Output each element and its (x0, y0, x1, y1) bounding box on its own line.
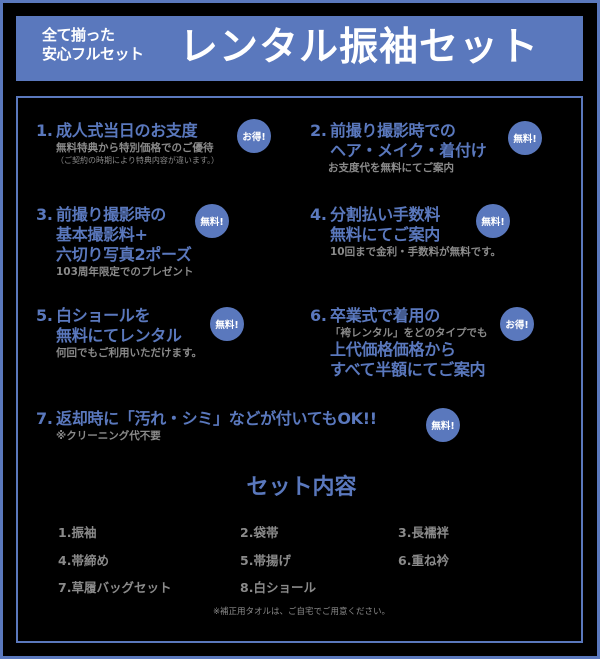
benefit-number: 1. (36, 121, 53, 140)
benefit-heading-line: 無料にてレンタル (56, 326, 182, 345)
benefit-number: 4. (310, 205, 327, 224)
benefit-heading-line: 上代価格価格から (330, 340, 456, 359)
badge-free: 無料! (426, 408, 460, 442)
badge-otoku: お得! (500, 307, 534, 341)
badge-otoku: お得! (237, 119, 271, 153)
benefit-heading-line: 白ショールを (56, 306, 151, 325)
title-banner: 全て揃った 安心フルセット レンタル振袖セット (16, 16, 583, 81)
benefit-heading-line: ヘア・メイク・着付け (330, 141, 487, 160)
set-item: 2.袋帯 (240, 525, 279, 540)
set-item: 8.白ショール (240, 580, 316, 595)
benefit-subtext: 無料特典から特別価格でのご優待 (56, 142, 214, 154)
set-item: 3.長襦袢 (398, 525, 449, 540)
benefit-subtext: 何回でもご利用いただけます。 (56, 347, 202, 359)
benefit-heading-line: 分割払い手数料 (330, 205, 440, 224)
set-item: 6.重ね衿 (398, 553, 449, 568)
benefit-heading: 3.前撮り撮影時の 基本撮影料+ 六切り写真2ポーズ (36, 205, 193, 265)
set-item: 1.振袖 (58, 525, 97, 540)
badge-free: 無料! (195, 204, 229, 238)
page-title: レンタル振袖セット (179, 25, 540, 70)
benefit-heading: 5.白ショールを 無料にてレンタル (36, 306, 202, 346)
benefit-heading-line: 基本撮影料+ (56, 225, 148, 244)
benefit-1: 1.成人式当日のお支度 無料特典から特別価格でのご優待 （ご契約の時期により特典… (36, 121, 219, 167)
tagline: 全て揃った 安心フルセット (42, 26, 144, 64)
benefit-number: 7. (36, 409, 53, 428)
benefit-3: 3.前撮り撮影時の 基本撮影料+ 六切り写真2ポーズ 103周年限定でのプレゼン… (36, 205, 193, 279)
benefit-heading: 6.卒業式で着用の (310, 306, 488, 326)
set-item: 7.草履バッグセット (58, 580, 172, 595)
benefit-heading: 7.返却時に「汚れ・シミ」などが付いてもOK!! (36, 409, 377, 429)
footnote: ※補正用タオルは、ご自宅でご用意ください。 (212, 607, 391, 617)
set-item: 5.帯揚げ (240, 553, 291, 568)
benefit-subtext: 103周年限定でのプレゼント (56, 266, 194, 278)
benefits-panel: 1.成人式当日のお支度 無料特典から特別価格でのご優待 （ご契約の時期により特典… (16, 96, 583, 643)
benefit-subtext: 「袴レンタル」をどのタイプでも (330, 327, 488, 339)
benefit-number: 2. (310, 121, 327, 140)
benefit-number: 3. (36, 205, 53, 224)
benefit-4: 4.分割払い手数料 無料にてご案内 10回まで金利・手数料が無料です。 (310, 205, 501, 259)
badge-free: 無料! (210, 307, 244, 341)
benefit-2: 2.前撮り撮影時での ヘア・メイク・着付け お支度代を無料にてご案内 (310, 121, 487, 175)
benefit-subtext: お支度代を無料にてご案内 (328, 162, 454, 174)
benefit-heading-line: 卒業式で着用の (330, 306, 440, 325)
benefit-heading: 2.前撮り撮影時での ヘア・メイク・着付け (310, 121, 487, 161)
benefit-5: 5.白ショールを 無料にてレンタル 何回でもご利用いただけます。 (36, 306, 202, 360)
benefit-number: 6. (310, 306, 327, 325)
tagline-line-2: 安心フルセット (42, 45, 144, 63)
benefit-heading-continued: 上代価格価格から すべて半額にてご案内 (310, 340, 488, 380)
benefit-6: 6.卒業式で着用の 「袴レンタル」をどのタイプでも 上代価格価格から すべて半額… (310, 306, 488, 380)
set-item: 4.帯締め (58, 553, 109, 568)
benefit-heading-line: 前撮り撮影時での (330, 121, 456, 140)
benefit-heading-line: 成人式当日のお支度 (56, 121, 198, 140)
badge-free: 無料! (508, 121, 542, 155)
benefit-number: 5. (36, 306, 53, 325)
set-contents-title: セット内容 (246, 475, 357, 500)
benefit-7: 7.返却時に「汚れ・シミ」などが付いてもOK!! ※クリーニング代不要 (36, 409, 377, 443)
benefit-heading-line: 返却時に「汚れ・シミ」などが付いてもOK!! (56, 409, 377, 428)
tagline-line-1: 全て揃った (42, 26, 115, 44)
benefit-heading-line: 六切り写真2ポーズ (56, 245, 192, 264)
benefit-heading: 4.分割払い手数料 無料にてご案内 (310, 205, 501, 245)
benefit-heading: 1.成人式当日のお支度 (36, 121, 219, 141)
benefit-subtext: ※クリーニング代不要 (56, 430, 161, 442)
benefit-heading-line: 前撮り撮影時の (56, 205, 166, 224)
benefit-subtext: 10回まで金利・手数料が無料です。 (330, 246, 502, 258)
benefit-fineprint: （ご契約の時期により特典内容が違います。） (56, 156, 220, 165)
badge-free: 無料! (476, 204, 510, 238)
benefit-heading-line: 無料にてご案内 (330, 225, 440, 244)
benefit-heading-line: すべて半額にてご案内 (330, 360, 486, 379)
